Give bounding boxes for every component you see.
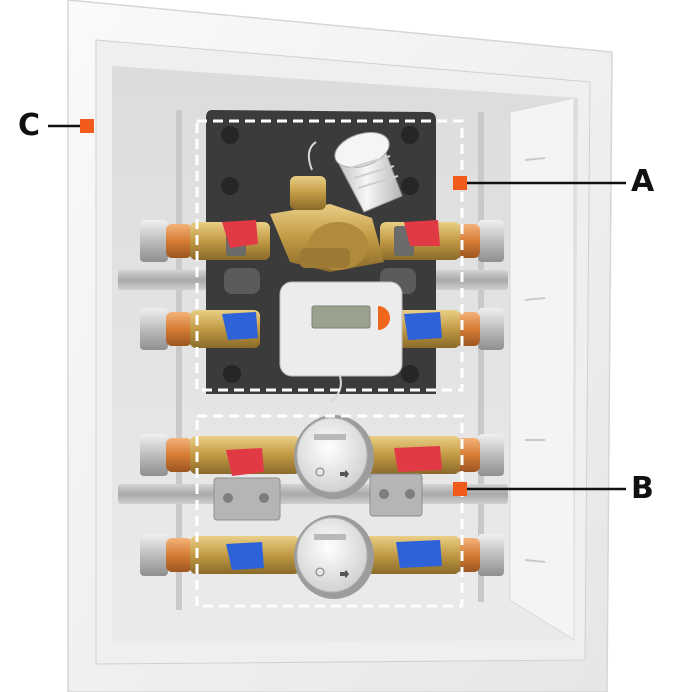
callout-label-a: A xyxy=(631,164,655,199)
callout-c-leader xyxy=(48,119,94,133)
callout-a-leader xyxy=(453,176,626,190)
ball-valve-icon xyxy=(222,220,442,570)
water-meter-icon xyxy=(294,415,374,499)
callout-label-c: C xyxy=(18,108,41,143)
zone-valve xyxy=(226,141,414,272)
meter-brackets xyxy=(213,473,423,521)
thermal-actuator-icon xyxy=(334,131,403,213)
callout-b-leader xyxy=(453,482,626,496)
heat-meter-icon xyxy=(279,281,403,403)
water-meter-icon xyxy=(294,515,374,599)
mounting-rods xyxy=(176,110,484,610)
group-outline-a xyxy=(195,119,464,392)
callout-label-b: B xyxy=(631,471,654,506)
group-outline-b xyxy=(195,414,464,608)
